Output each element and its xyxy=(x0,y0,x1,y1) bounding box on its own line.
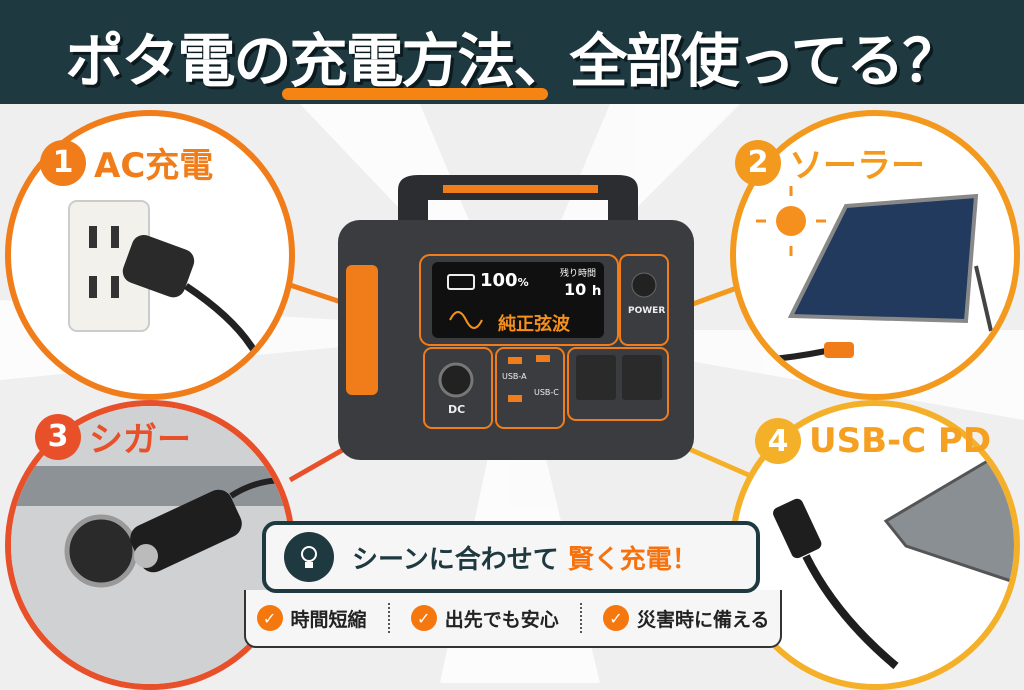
method-label-ac: 1 AC充電 xyxy=(40,138,213,187)
benefit-item: ✓時間短縮 xyxy=(256,605,367,632)
remaining-time: 10 h xyxy=(564,280,602,299)
benefit-item: ✓災害時に備える xyxy=(602,605,769,632)
wave-label: 純正弦波 xyxy=(498,314,570,335)
check-icon: ✓ xyxy=(410,605,437,631)
usba-label: USB-A xyxy=(502,372,527,381)
battery-percent: 100% xyxy=(480,270,529,291)
method-number: 1 xyxy=(40,139,86,186)
usb-c-cable-laptop-icon xyxy=(773,454,1014,670)
method-title: シガー xyxy=(89,420,191,460)
method-title: AC充電 xyxy=(94,146,214,186)
page-title: ポタ電の充電方法、全部使ってる？ xyxy=(65,27,960,95)
message-text: シーンに合わせて 賢く充電！ xyxy=(352,544,698,575)
method-number: 4 xyxy=(755,418,801,464)
header-banner xyxy=(0,0,1024,104)
message-box: シーンに合わせて 賢く充電！ xyxy=(262,521,760,593)
check-icon: ✓ xyxy=(256,605,283,631)
method-title: USB-C PD xyxy=(809,421,992,461)
method-label-solar: 2 ソーラー xyxy=(735,138,925,187)
usbc-label: USB-C xyxy=(534,388,559,397)
method-label-car: 3 シガー xyxy=(35,412,191,461)
power-station-body xyxy=(338,175,694,460)
check-icon: ✓ xyxy=(602,605,629,631)
portable-power-station: 100% 残り時間 10 h 純正弦波 POWER DC USB-A USB-C xyxy=(338,170,694,470)
wall-outlet-plug-icon xyxy=(68,200,289,368)
dc-port-label: DC xyxy=(448,403,466,416)
benefit-item: ✓出先でも安心 xyxy=(410,605,559,632)
benefits-bar: ✓時間短縮 ✓出先でも安心 ✓災害時に備える xyxy=(244,590,782,648)
method-number: 3 xyxy=(35,413,81,460)
remaining-label: 残り時間 xyxy=(560,269,597,279)
method-solar-illustration xyxy=(730,110,1020,400)
method-label-usbc: 4 USB-C PD xyxy=(755,418,991,464)
method-number: 2 xyxy=(735,139,781,186)
power-button[interactable]: POWER xyxy=(628,306,666,316)
method-title: ソーラー xyxy=(789,146,925,186)
title-underline xyxy=(282,88,548,100)
divider xyxy=(579,603,582,633)
divider xyxy=(387,603,390,633)
lightbulb-icon xyxy=(284,532,334,582)
